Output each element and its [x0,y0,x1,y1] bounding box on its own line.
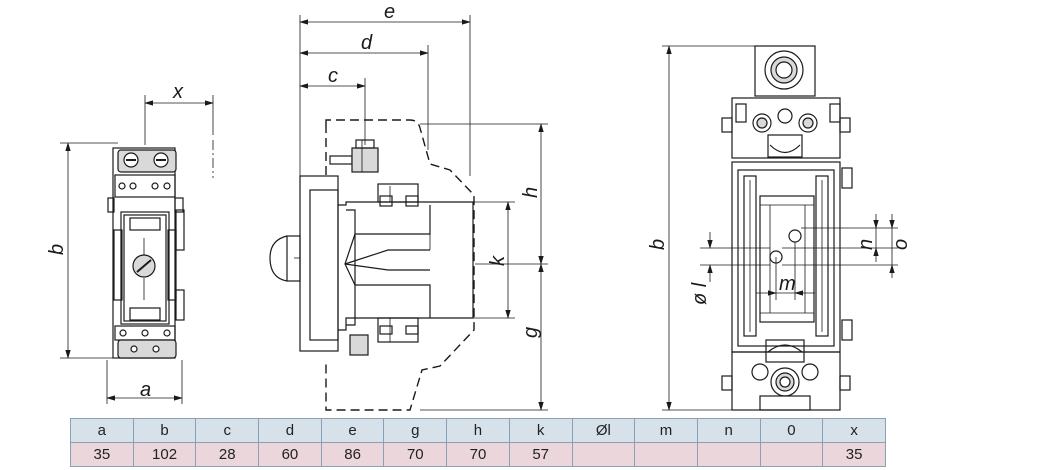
table-value-cell: 102 [132,442,197,467]
table-header-cell: a [70,418,134,443]
table-value-cell: 70 [446,442,510,467]
label-right-l: ø l [689,282,711,305]
label-right-o: o [890,239,912,250]
table-value-row: 35 102 28 60 86 70 70 57 35 [70,442,886,467]
label-left-x: x [172,81,184,103]
table-header-cell: g [383,418,448,443]
dimension-table: a b c d e g h k Øl m n 0 x 35 102 28 60 … [70,418,886,467]
label-mid-h: h [520,187,542,198]
table-value-cell: 35 [70,442,134,467]
table-header-cell: c [195,418,260,443]
table-value-cell: 28 [195,442,260,467]
table-value-cell: 86 [320,442,385,467]
table-header-cell: 0 [759,418,824,443]
table-header-cell: Øl [571,418,636,443]
table-value-cell: 60 [258,442,322,467]
label-mid-e: e [384,1,395,23]
table-header-cell: x [822,418,886,443]
right-top-view: b [647,45,912,411]
table-value-cell [571,442,636,467]
table-header-cell: b [132,418,197,443]
table-header-cell: k [508,418,573,443]
table-value-cell: 57 [508,442,573,467]
table-value-cell: 70 [383,442,448,467]
technical-drawing: x b a [46,1,912,411]
table-value-cell [634,442,698,467]
table-header-cell: n [696,418,761,443]
label-left-b: b [46,244,68,255]
table-header-cell: m [634,418,698,443]
table-header-cell: h [446,418,510,443]
label-right-n: n [855,239,877,250]
middle-side-view: e d c [269,1,548,411]
table-value-cell [696,442,761,467]
table-value-cell: 35 [822,442,886,467]
label-mid-c: c [328,65,338,87]
table-header-row: a b c d e g h k Øl m n 0 x [70,418,886,443]
label-right-m: m [779,273,796,295]
label-mid-d: d [361,32,373,54]
table-header-cell: e [320,418,385,443]
label-right-b: b [647,239,669,250]
table-header-cell: d [258,418,322,443]
label-mid-g: g [520,327,542,338]
left-front-view: x b a [46,81,214,404]
label-left-a: a [140,379,151,401]
table-value-cell [759,442,824,467]
label-mid-k: k [487,255,509,266]
